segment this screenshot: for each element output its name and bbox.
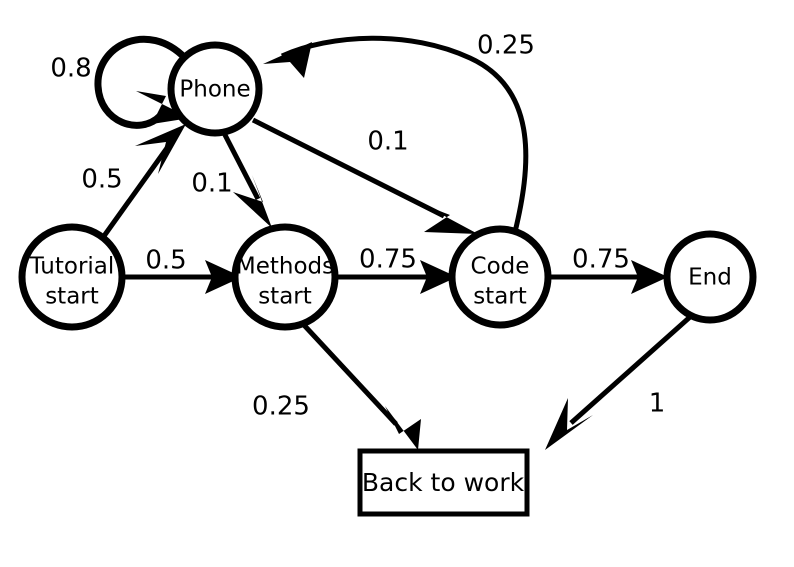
edge-methods-backtowork-arrowhead <box>385 406 421 450</box>
edge-label-end-backtowork: 1 <box>649 389 666 419</box>
edge-code-end-arrowhead <box>631 260 668 294</box>
edge-tutorial-phone-path <box>101 146 170 238</box>
edge-end-backtowork-path <box>569 315 692 425</box>
edge-label-code-phone: 0.25 <box>477 31 535 61</box>
node-back-to-work-label: Back to work <box>362 468 525 497</box>
edge-methods-to-backtowork: 0.25 <box>252 322 421 450</box>
node-phone-circle[interactable] <box>167 41 263 137</box>
edge-label-methods-backtowork: 0.25 <box>252 392 310 422</box>
edge-tutorial-methods-arrowhead <box>205 260 242 294</box>
edge-label-code-end: 0.75 <box>572 245 630 275</box>
edge-label-phone-self: 0.8 <box>50 54 91 84</box>
edge-phone-self-path <box>94 35 188 129</box>
edge-end-backtowork-arrowhead <box>545 398 593 450</box>
edge-phone-to-methods: 0.1 <box>191 131 272 228</box>
edge-label-tutorial-phone: 0.5 <box>81 165 122 195</box>
node-tutorial-start[interactable]: Tutorial start <box>18 223 126 331</box>
edge-code-phone-path <box>280 35 529 233</box>
edge-label-phone-methods: 0.1 <box>191 169 232 199</box>
node-methods-start[interactable]: Methods start <box>231 223 339 331</box>
edge-methods-to-code: 0.75 <box>334 245 457 294</box>
edge-methods-code-arrowhead <box>420 260 457 294</box>
edge-phone-code-path <box>251 117 446 219</box>
edge-code-phone-arrowhead <box>263 42 312 78</box>
node-code-start-label-line2: start <box>473 284 527 310</box>
edge-tutorial-phone-arrowhead <box>135 124 186 174</box>
edge-methods-backtowork-path <box>301 322 398 426</box>
edge-tutorial-to-phone: 0.5 <box>81 124 186 238</box>
node-back-to-work-rect[interactable] <box>357 448 530 517</box>
node-tutorial-start-circle[interactable] <box>18 223 126 331</box>
edge-phone-to-phone: 0.8 <box>50 35 190 129</box>
edge-label-methods-code: 0.75 <box>359 245 417 275</box>
edge-label-tutorial-methods: 0.5 <box>145 246 186 276</box>
node-phone-label: Phone <box>179 77 250 103</box>
edge-phone-to-code: 0.1 <box>251 117 478 234</box>
edge-tutorial-to-methods: 0.5 <box>122 246 242 294</box>
edge-code-to-phone: 0.25 <box>263 31 535 233</box>
node-end[interactable]: End <box>663 230 757 324</box>
edge-code-to-end: 0.75 <box>547 245 668 294</box>
node-methods-start-circle[interactable] <box>231 223 339 331</box>
edge-end-to-backtowork: 1 <box>545 315 692 450</box>
node-tutorial-start-label-line1: Tutorial <box>29 254 115 280</box>
node-code-start-label-line1: Code <box>471 254 530 280</box>
node-back-to-work[interactable]: Back to work <box>357 448 530 517</box>
node-end-label: End <box>688 265 732 291</box>
node-tutorial-start-label-line2: start <box>45 284 99 310</box>
node-methods-start-label-line1: Methods <box>236 254 334 280</box>
edge-phone-code-arrowhead <box>424 205 478 234</box>
edge-phone-methods-arrowhead <box>233 175 272 228</box>
edge-phone-methods-path <box>221 131 261 201</box>
node-phone[interactable]: Phone <box>167 41 263 137</box>
node-code-start-circle[interactable] <box>448 225 552 329</box>
node-end-circle[interactable] <box>663 230 757 324</box>
edge-label-phone-code: 0.1 <box>367 127 408 157</box>
node-code-start[interactable]: Code start <box>448 225 552 329</box>
node-methods-start-label-line2: start <box>258 284 312 310</box>
